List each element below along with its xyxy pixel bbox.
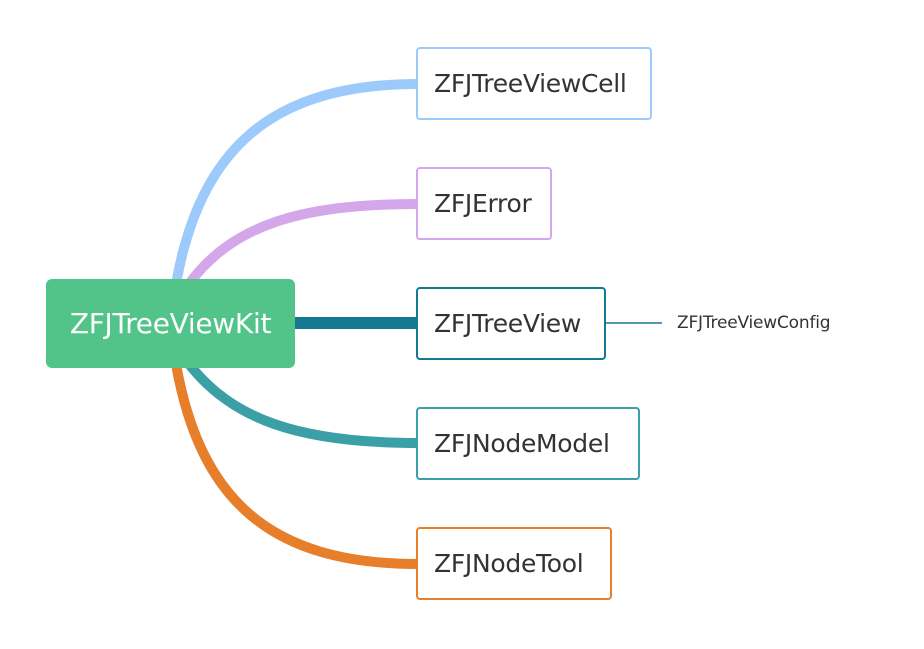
subtopic-treeviewconfig[interactable]: ZFJTreeViewConfig [677,313,831,333]
root-node-treeviewkit[interactable]: ZFJTreeViewKit [46,279,295,368]
child-node-nodetool[interactable]: ZFJNodeTool [416,527,612,600]
connector-line-nodemodel [181,355,423,448]
child-node-nodemodel[interactable]: ZFJNodeModel [416,407,640,480]
child-node-treeviewcell[interactable]: ZFJTreeViewCell [416,47,652,120]
connector-line-error [181,199,423,293]
connector-line-treeviewcell [171,79,423,289]
connector-line-nodetool [171,359,423,569]
child-node-treeview[interactable]: ZFJTreeView [416,287,606,360]
child-node-error[interactable]: ZFJError [416,167,552,240]
